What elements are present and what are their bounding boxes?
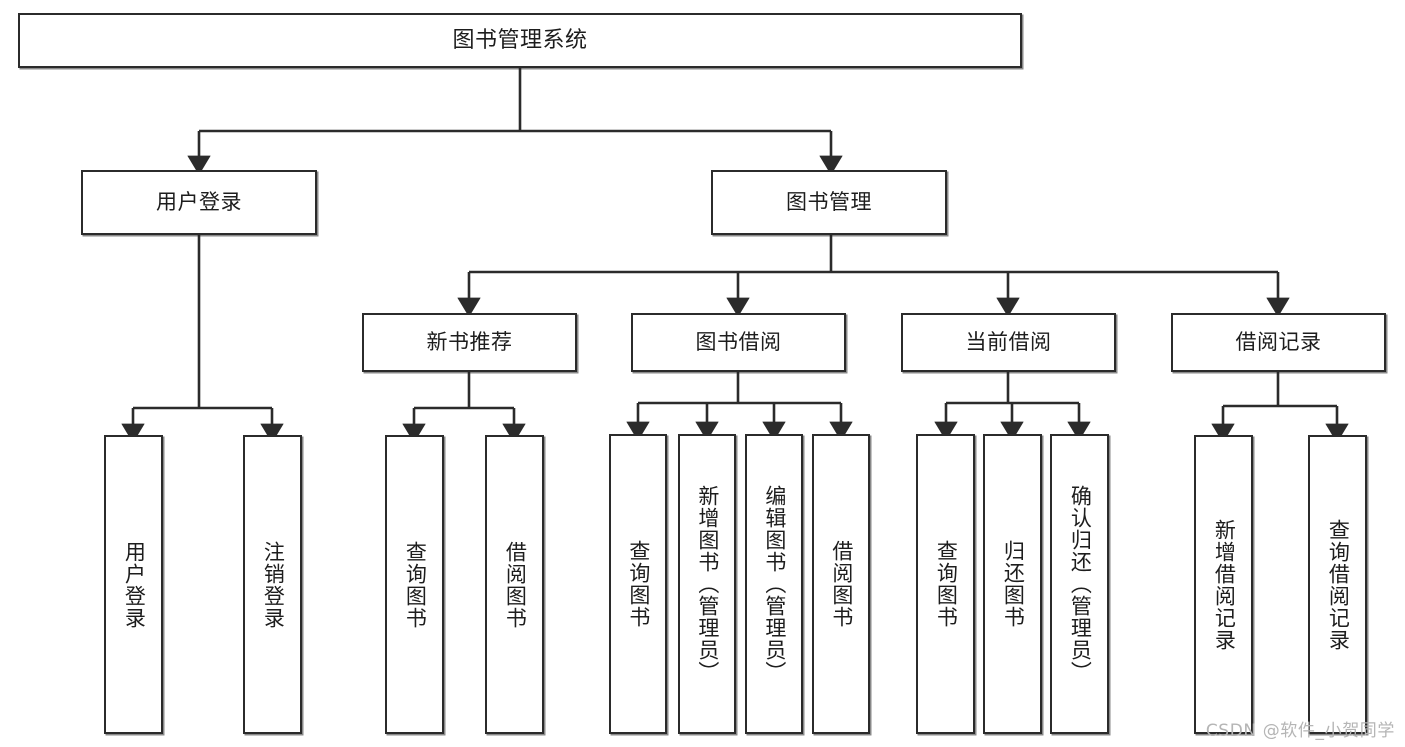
node-root[interactable]: 图书管理系统	[18, 13, 1022, 68]
node-leaf-add-book[interactable]: 新增图书（管理员）	[678, 434, 736, 734]
node-leaf-query-book-2-label: 查询图书	[626, 540, 651, 628]
node-leaf-logout[interactable]: 注销登录	[243, 435, 302, 734]
node-leaf-edit-book-label: 编辑图书（管理员）	[762, 485, 787, 683]
csdn-watermark: CSDN @软件_小贺同学	[1205, 721, 1395, 741]
node-borrow-record-label: 借阅记录	[1235, 330, 1322, 355]
node-leaf-borrow-book-1-label: 借阅图书	[503, 540, 528, 629]
node-leaf-logout-label: 注销登录	[261, 540, 286, 629]
node-leaf-add-record[interactable]: 新增借阅记录	[1194, 435, 1253, 734]
node-leaf-return-book-label: 归还图书	[1001, 540, 1026, 628]
node-leaf-query-record[interactable]: 查询借阅记录	[1308, 435, 1367, 734]
node-leaf-add-record-label: 新增借阅记录	[1212, 518, 1237, 651]
node-root-label: 图书管理系统	[452, 27, 588, 53]
node-leaf-borrow-book-2[interactable]: 借阅图书	[812, 434, 870, 734]
node-current-borrow-label: 当前借阅	[965, 330, 1052, 355]
node-leaf-query-book-1-label: 查询图书	[403, 540, 428, 629]
node-leaf-user-login[interactable]: 用户登录	[104, 435, 163, 734]
node-leaf-borrow-book-1[interactable]: 借阅图书	[485, 435, 544, 734]
node-leaf-confirm-return[interactable]: 确认归还（管理员）	[1050, 434, 1109, 734]
node-leaf-query-record-label: 查询借阅记录	[1326, 518, 1351, 651]
node-leaf-add-book-label: 新增图书（管理员）	[695, 485, 720, 683]
node-book-borrow-label: 图书借阅	[695, 330, 782, 355]
node-leaf-user-login-label: 用户登录	[122, 540, 147, 629]
node-leaf-query-book-3-label: 查询图书	[934, 540, 959, 628]
node-leaf-query-book-3[interactable]: 查询图书	[916, 434, 975, 734]
node-user-login-label: 用户登录	[156, 190, 242, 215]
node-leaf-query-book-1[interactable]: 查询图书	[385, 435, 444, 734]
node-book-manage[interactable]: 图书管理	[711, 170, 947, 235]
node-leaf-confirm-return-label: 确认归还（管理员）	[1068, 485, 1093, 683]
node-current-borrow[interactable]: 当前借阅	[901, 313, 1116, 372]
node-new-book-recommend-label: 新书推荐	[426, 330, 513, 355]
node-leaf-borrow-book-2-label: 借阅图书	[829, 540, 854, 628]
node-leaf-query-book-2[interactable]: 查询图书	[609, 434, 667, 734]
node-borrow-record[interactable]: 借阅记录	[1171, 313, 1386, 372]
node-leaf-edit-book[interactable]: 编辑图书（管理员）	[745, 434, 803, 734]
node-leaf-return-book[interactable]: 归还图书	[983, 434, 1042, 734]
node-book-manage-label: 图书管理	[786, 190, 872, 215]
node-user-login[interactable]: 用户登录	[81, 170, 317, 235]
node-book-borrow[interactable]: 图书借阅	[631, 313, 846, 372]
node-new-book-recommend[interactable]: 新书推荐	[362, 313, 577, 372]
